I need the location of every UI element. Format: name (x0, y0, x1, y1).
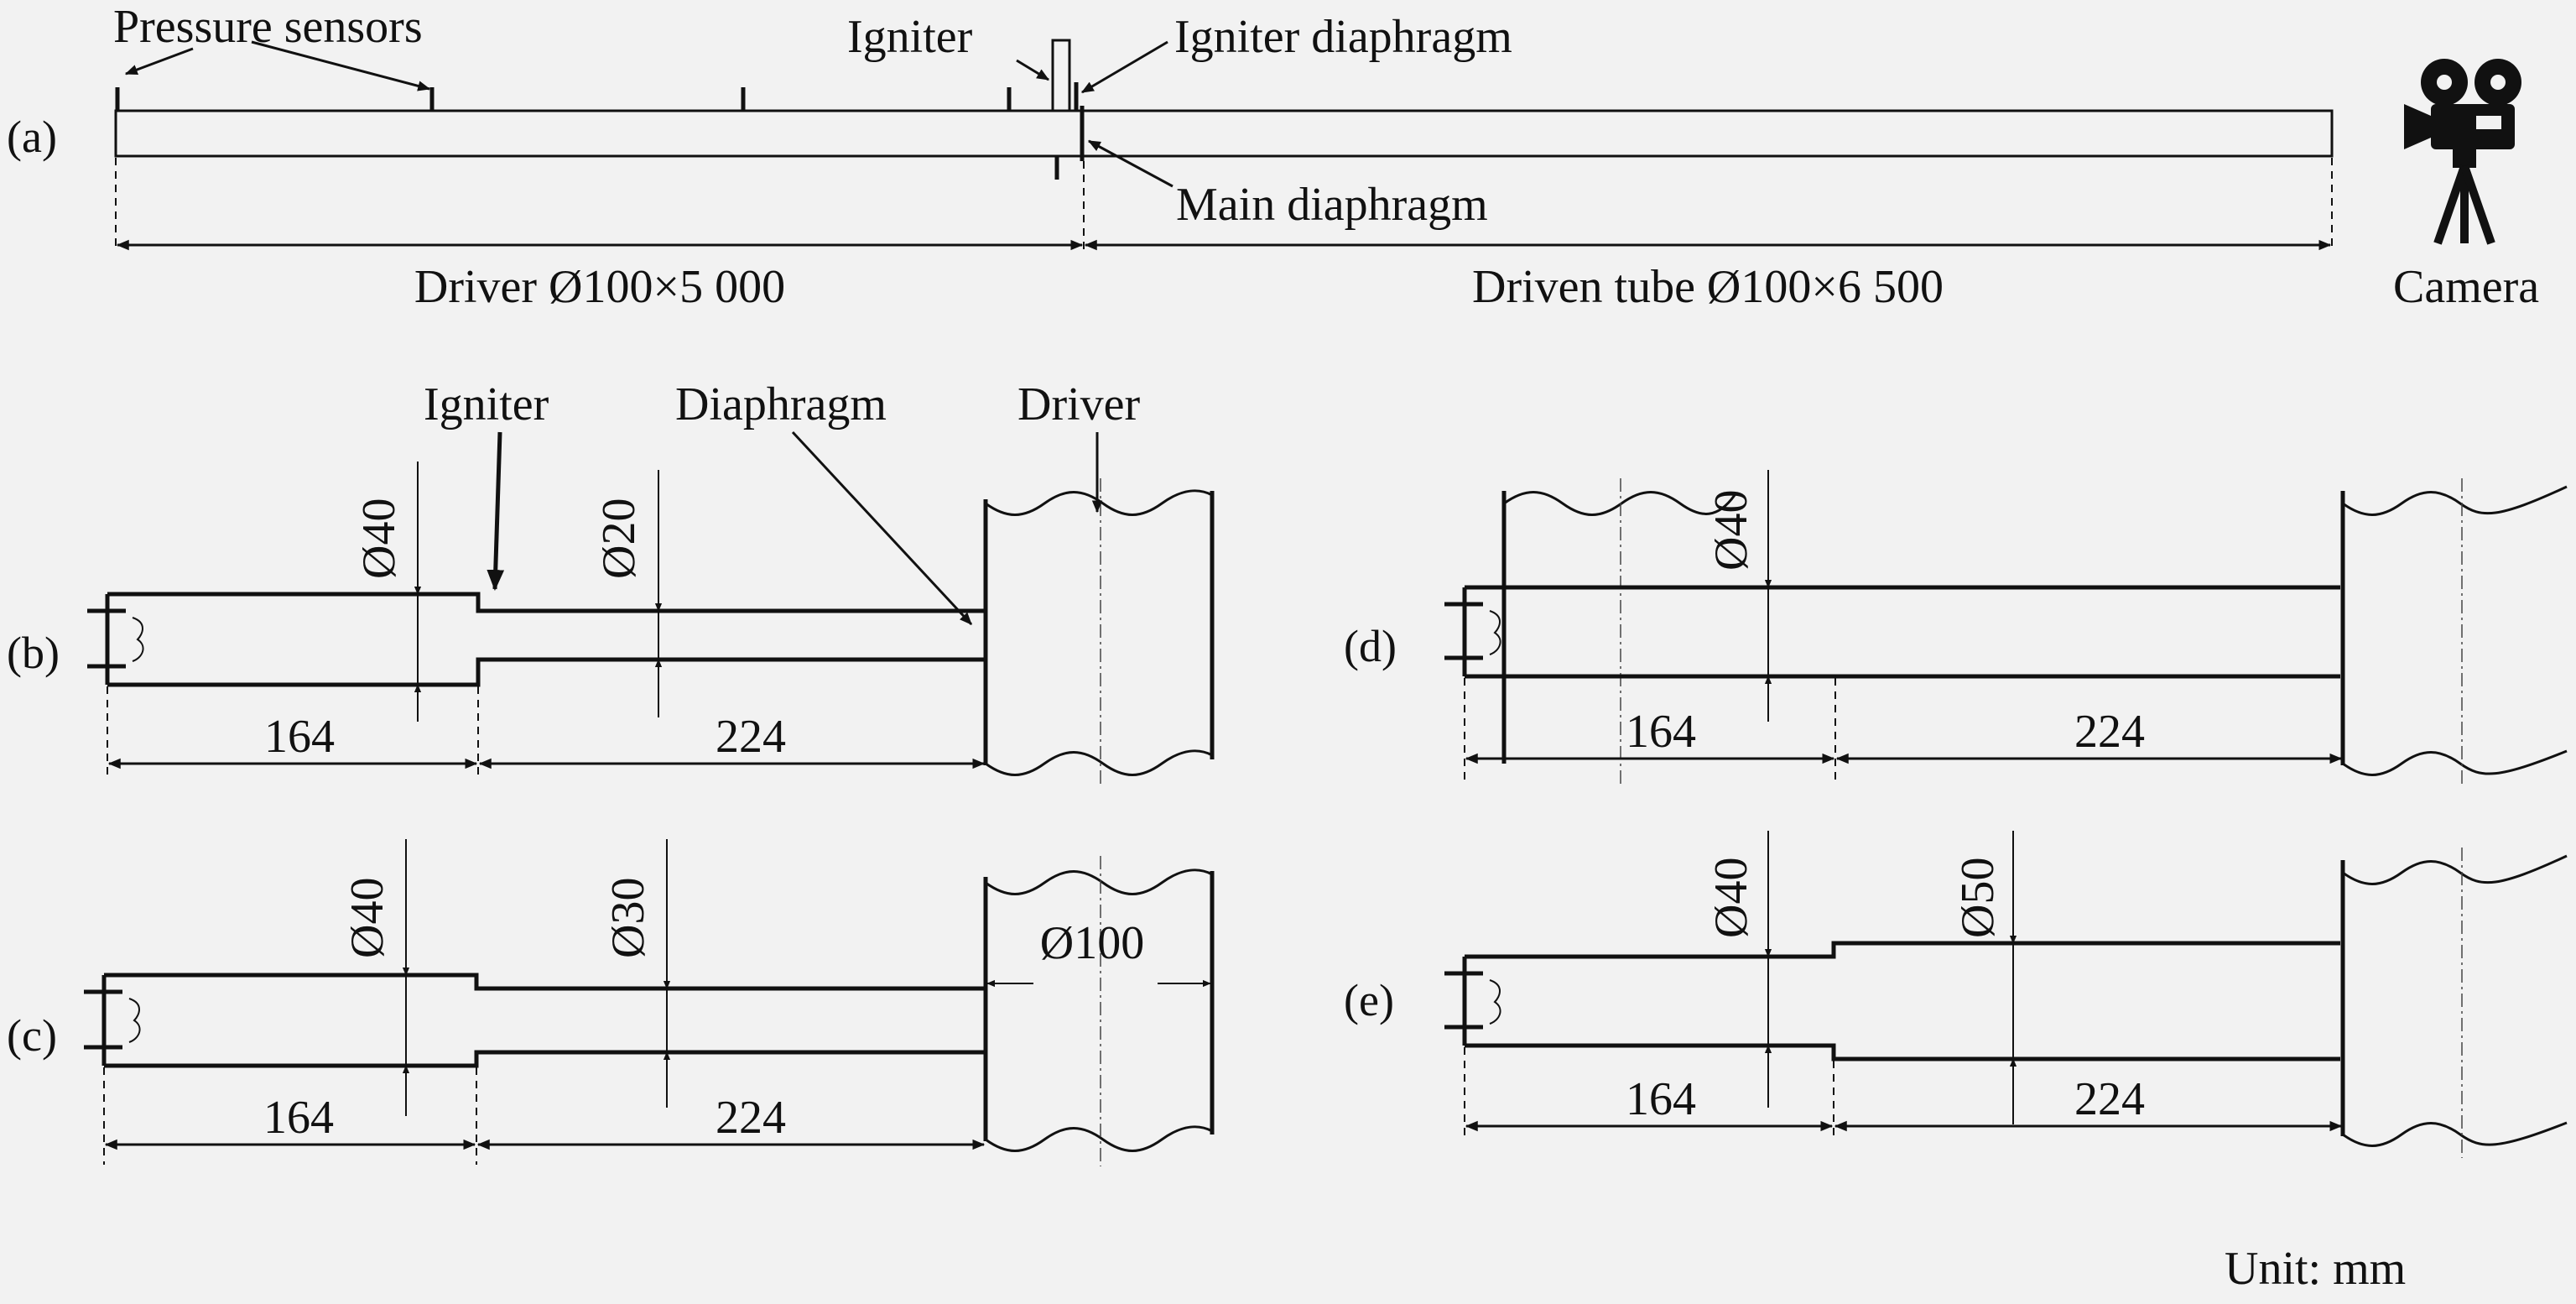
igniter-label: Igniter (847, 11, 973, 63)
driver-piece-e (2340, 848, 2568, 1158)
driver-section-d (1501, 478, 1736, 785)
igniter-diaphragm-label: Igniter diaphragm (1174, 11, 1512, 63)
main-diaphragm-label: Main diaphragm (1176, 179, 1488, 231)
main-diaphragm-arrow (1087, 139, 1174, 188)
dia-label-b1: Ø40 (353, 498, 405, 579)
panel-b: (b) Ø40 Ø20 Igniter Diaph (7, 378, 1215, 785)
len-label-d2: 224 (2074, 706, 2145, 758)
dia-label-b2: Ø20 (593, 498, 645, 579)
panel-d: (d) Ø40 164 224 (1344, 470, 2568, 785)
driver-piece-d (2340, 478, 2568, 785)
dia-label-e2: Ø50 (1952, 858, 2004, 938)
panel-a-tag: (a) (7, 112, 57, 162)
igniter-arrow (1016, 59, 1050, 81)
tube-c-top (104, 973, 986, 991)
tube-b-bottom (107, 657, 986, 687)
movie-camera-icon (2404, 59, 2521, 245)
panel-c-tag: (c) (7, 1010, 57, 1061)
flange-e (1444, 957, 1501, 1046)
shock-tube (114, 109, 2334, 158)
igniter-diaphragm-arrow (1080, 40, 1168, 94)
diaphragm-label-b: Diaphragm (675, 378, 887, 430)
dia-label-c2: Ø30 (602, 878, 654, 958)
len-label-c1: 164 (263, 1092, 334, 1144)
tube-c-bottom (104, 1050, 986, 1068)
flange-b (87, 594, 144, 685)
flange-d (1444, 587, 1501, 676)
panel-b-tag: (b) (7, 628, 60, 678)
tube-e-bottom (1465, 1043, 2340, 1061)
tube-b-top (107, 592, 986, 613)
driven-dim-label: Driven tube Ø100×6 500 (1472, 261, 1944, 313)
panel-c: (c) Ø40 Ø30 Ø100 164 (7, 839, 1215, 1166)
len-label-e1: 164 (1626, 1073, 1696, 1125)
pressure-sensor-arrow-2 (251, 40, 431, 91)
igniter-label-b: Igniter (424, 378, 549, 430)
driver-section-c (983, 856, 1215, 1166)
driver-section-b (983, 478, 1215, 785)
len-label-b2: 224 (716, 711, 786, 763)
driver-dim-label: Driver Ø100×5 000 (414, 261, 785, 313)
panel-e: (e) Ø40 Ø50 164 224 (1344, 831, 2568, 1158)
flange-c (84, 975, 141, 1066)
driver-label-b: Driver (1017, 378, 1141, 430)
dia-label-e1: Ø40 (1705, 858, 1757, 938)
tube-e-top (1465, 941, 2340, 959)
pressure-sensors-label: Pressure sensors (113, 1, 423, 53)
panel-e-tag: (e) (1344, 975, 1394, 1025)
len-label-c2: 224 (716, 1092, 786, 1144)
panel-d-tag: (d) (1344, 621, 1397, 671)
dia-label-d1: Ø40 (1705, 490, 1757, 571)
diaphragm-arrow-b (791, 430, 973, 626)
unit-label: Unit: mm (2225, 1243, 2406, 1295)
len-label-d1: 164 (1626, 706, 1696, 758)
dia-label-c1: Ø40 (341, 878, 393, 958)
pressure-sensor-arrow-1 (124, 47, 194, 76)
igniter-arrow-b (487, 431, 505, 592)
camera-label: Camera (2393, 261, 2539, 313)
len-label-b1: 164 (264, 711, 335, 763)
igniter (1051, 39, 1071, 112)
panel-a: (a) Pressure sensors Igniter Igniter dia… (7, 1, 2539, 313)
len-label-e2: 224 (2074, 1073, 2145, 1125)
dia-label-c3: Ø100 (1040, 917, 1144, 969)
